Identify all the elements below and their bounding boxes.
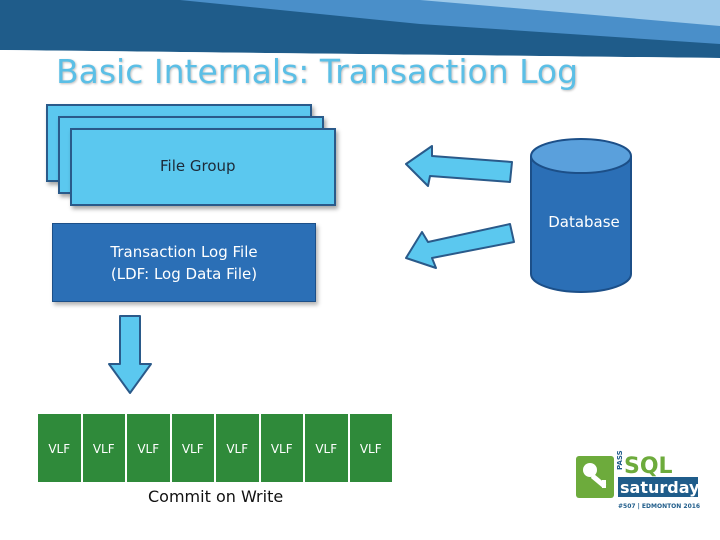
logo-sql-text: SQL	[624, 454, 673, 479]
transaction-log-file-box: Transaction Log File (LDF: Log Data File…	[52, 223, 316, 302]
vlf-cell: VLF	[261, 414, 305, 482]
file-group-box-front	[70, 128, 336, 206]
vlf-cell: VLF	[38, 414, 83, 482]
database-cylinder	[530, 138, 632, 293]
transaction-log-line1: Transaction Log File	[110, 242, 258, 261]
logo-pass-text: PASS	[616, 450, 624, 470]
vlf-cell: VLF	[359, 442, 382, 456]
logo-event-text: #507 | EDMONTON 2016	[618, 503, 700, 510]
header-banner	[0, 0, 720, 60]
arrow-to-file-group	[405, 145, 513, 187]
down-arrow	[108, 315, 152, 394]
vlf-cell: VLF	[172, 414, 216, 482]
vlf-cell: VLF	[83, 414, 127, 482]
database-label: Database	[548, 213, 620, 231]
vlf-strip: VLF VLF VLF VLF VLF VLF VLF VLF	[38, 414, 392, 482]
vlf-cell: VLF	[216, 414, 261, 482]
transaction-log-line2: (LDF: Log Data File)	[110, 264, 258, 283]
slide-title: Basic Internals: Transaction Log	[56, 52, 579, 91]
file-group-label: File Group	[160, 157, 236, 175]
logo-saturday-text: saturday	[620, 478, 700, 497]
vlf-cell: VLF	[127, 414, 172, 482]
commit-on-write-label: Commit on Write	[148, 487, 284, 506]
vlf-cell: VLF	[305, 414, 350, 482]
sql-saturday-logo: PASS SQL saturday #507 | EDMONTON 2016	[576, 450, 700, 510]
arrow-to-transaction-log	[405, 223, 515, 269]
